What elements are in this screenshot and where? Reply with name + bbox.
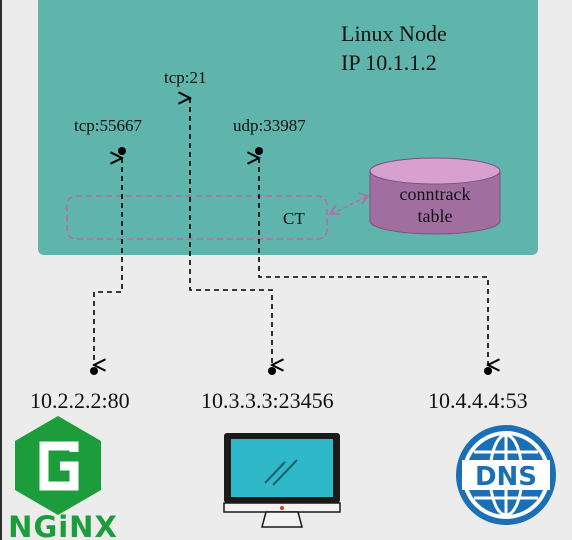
conntrack-label: conntrack table: [370, 183, 500, 227]
connection-dns: [255, 147, 492, 375]
endpoint-nginx: 10.2.2.2:80: [30, 388, 130, 413]
port-label-tcp-21: tcp:21: [164, 68, 207, 87]
monitor-icon: [223, 433, 341, 528]
conntrack-label-line2: table: [417, 206, 453, 226]
port-label-udp-33987: udp:33987: [233, 116, 306, 135]
dns-globe-icon: DNS: [456, 425, 556, 525]
endpoint-dns: 10.4.4.4:53: [428, 388, 528, 413]
dns-icon-text: DNS: [475, 462, 537, 492]
conntrack-label-line1: conntrack: [399, 184, 471, 204]
nginx-logo-icon: NGiNX: [8, 416, 118, 540]
endpoint-client: 10.3.3.3:23456: [201, 388, 334, 413]
nginx-logo-text: NGiNX: [8, 510, 118, 540]
ct-label: CT: [283, 209, 305, 228]
node-title: Linux Node: [341, 21, 447, 46]
connection-nginx: [90, 147, 126, 375]
node-ip: IP 10.1.1.2: [341, 50, 437, 75]
port-label-tcp-55667: tcp:55667: [74, 116, 142, 135]
